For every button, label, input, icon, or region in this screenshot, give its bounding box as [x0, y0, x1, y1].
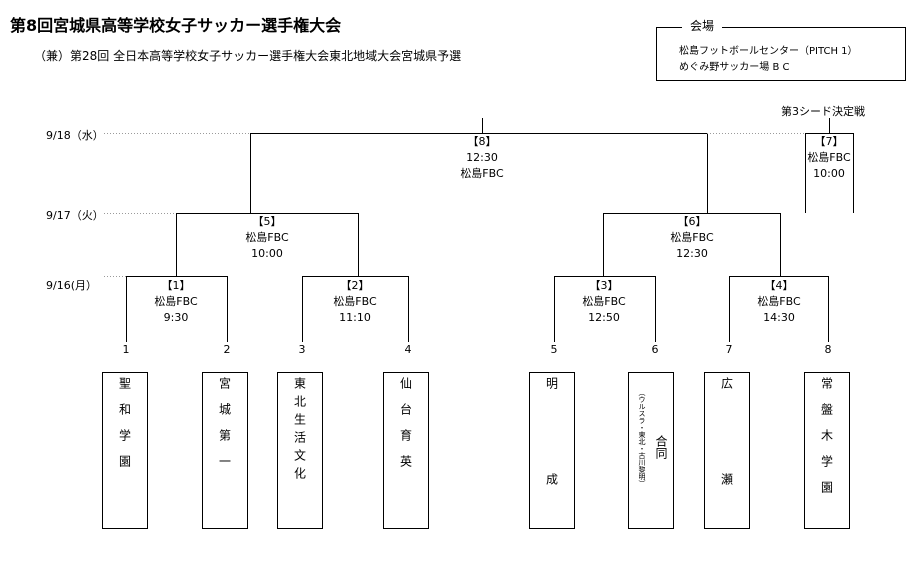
team-name-1: 聖和学園 — [117, 377, 132, 481]
bracket-match-5 — [176, 213, 359, 276]
venue-box: 松島フットボールセンター（PITCH 1） めぐみ野サッカー場 B C — [656, 27, 906, 81]
team-box-2: 宮城第一 — [202, 372, 248, 529]
team-name-5: 明成 — [544, 377, 559, 569]
date-label-917: 9/17（火） — [46, 209, 104, 222]
team-name-2: 宮城第一 — [217, 377, 232, 481]
bracket-match-8 — [250, 133, 708, 213]
match-3-time: 12:50 — [588, 311, 620, 324]
team-box-4: 仙台育英 — [383, 372, 429, 529]
match-6-venue: 松島FBC — [670, 231, 714, 244]
bracket-match-3 — [554, 276, 656, 342]
match-3-number: 【3】 — [589, 279, 619, 292]
team-box-8: 常盤木学園 — [804, 372, 850, 529]
bracket-match-1 — [126, 276, 228, 342]
slot-number-1: 1 — [122, 343, 130, 356]
match-4-info: 【4】 松島FBC 14:30 — [729, 278, 829, 326]
slot-number-7: 7 — [725, 343, 733, 356]
match-1-info: 【1】 松島FBC 9:30 — [126, 278, 226, 326]
seed-decision-label: 第3シード決定戦 — [781, 105, 865, 118]
match-1-time: 9:30 — [163, 311, 189, 324]
match-6-time: 12:30 — [676, 247, 708, 260]
match-7-venue: 松島FBC — [807, 151, 851, 164]
match-1-venue: 松島FBC — [154, 295, 198, 308]
bracket-match-2 — [302, 276, 409, 342]
match-6-number: 【6】 — [677, 215, 707, 228]
team-box-7: 広瀬 — [704, 372, 750, 569]
match-7-info: 【7】 松島FBC 10:00 — [779, 134, 879, 182]
match-4-number: 【4】 — [764, 279, 794, 292]
match-4-venue: 松島FBC — [757, 295, 801, 308]
match-3-venue: 松島FBC — [582, 295, 626, 308]
match-7-number: 【7】 — [814, 135, 844, 148]
match-5-info: 【5】 松島FBC 10:00 — [217, 214, 317, 262]
venue-line-1: 松島フットボールセンター（PITCH 1） — [679, 46, 858, 57]
team-box-5: 明成 — [529, 372, 575, 569]
bracket-lines — [104, 118, 854, 342]
team-name-7: 広瀬 — [719, 377, 734, 569]
team-note-6: （ウルスラ・東北・古川黎明） — [638, 389, 646, 487]
team-box-6: （ウルスラ・東北・古川黎明） 合同 — [628, 372, 674, 529]
team-box-1: 聖和学園 — [102, 372, 148, 529]
match-7-time: 10:00 — [813, 167, 845, 180]
match-2-time: 11:10 — [339, 311, 371, 324]
slot-number-4: 4 — [404, 343, 412, 356]
match-8-time: 12:30 — [466, 151, 498, 164]
bracket-match-4 — [729, 276, 829, 342]
bracket-match-7 — [805, 133, 854, 213]
match-2-venue: 松島FBC — [333, 295, 377, 308]
match-8-number: 【8】 — [467, 135, 497, 148]
match-4-time: 14:30 — [763, 311, 795, 324]
bracket-match-6 — [603, 213, 781, 276]
match-5-venue: 松島FBC — [245, 231, 289, 244]
team-name-3: 東北生活文化 — [292, 377, 307, 485]
match-5-number: 【5】 — [252, 215, 282, 228]
page-subtitle: （兼）第28回 全日本高等学校女子サッカー選手権大会東北地域大会宮城県予選 — [34, 49, 462, 63]
match-1-number: 【1】 — [161, 279, 191, 292]
date-label-918: 9/18（水） — [46, 129, 104, 142]
team-name-4: 仙台育英 — [398, 377, 413, 481]
match-2-info: 【2】 松島FBC 11:10 — [305, 278, 405, 326]
venue-label: 会場 — [682, 17, 723, 34]
slot-number-6: 6 — [651, 343, 659, 356]
venue-line-2: めぐみ野サッカー場 B C — [679, 62, 790, 73]
slot-number-2: 2 — [223, 343, 231, 356]
match-2-number: 【2】 — [340, 279, 370, 292]
match-5-time: 10:00 — [251, 247, 283, 260]
date-label-916: 9/16(月） — [46, 279, 97, 292]
match-8-info: 【8】 12:30 松島FBC — [432, 134, 532, 182]
team-name-8: 常盤木学園 — [819, 377, 834, 507]
team-name-6: 合同 — [654, 435, 668, 459]
slot-number-5: 5 — [550, 343, 558, 356]
page-title: 第8回宮城県高等学校女子サッカー選手権大会 — [10, 16, 342, 35]
slot-number-8: 8 — [824, 343, 832, 356]
match-3-info: 【3】 松島FBC 12:50 — [554, 278, 654, 326]
match-6-info: 【6】 松島FBC 12:30 — [642, 214, 742, 262]
team-box-3: 東北生活文化 — [277, 372, 323, 529]
match-8-venue: 松島FBC — [460, 167, 504, 180]
slot-number-3: 3 — [298, 343, 306, 356]
